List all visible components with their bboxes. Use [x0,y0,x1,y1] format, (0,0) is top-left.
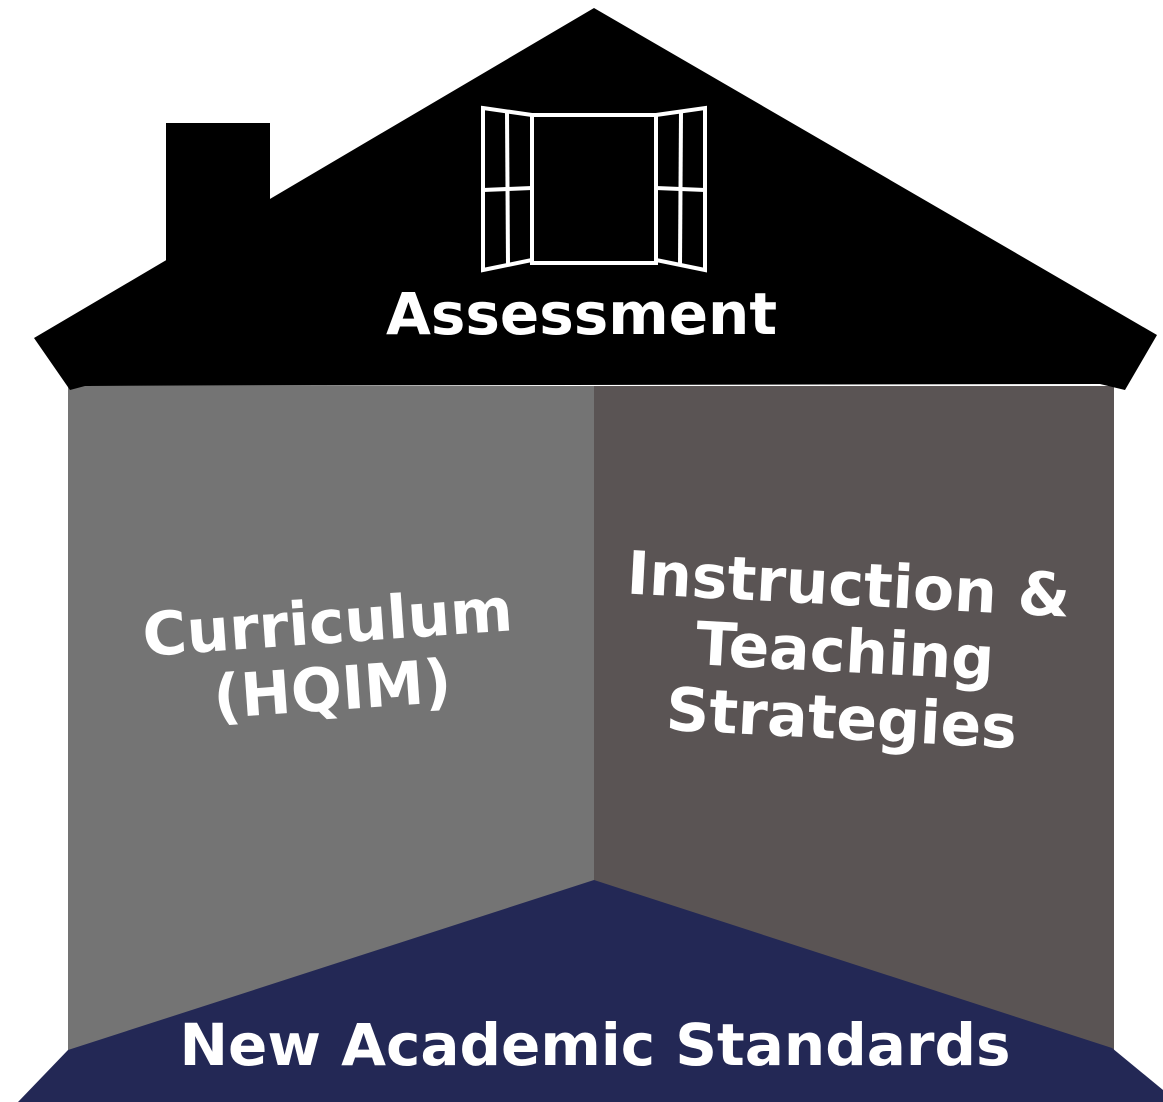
roof-label-assessment: Assessment [385,280,778,348]
foundation [18,880,1163,1102]
foundation-label: New Academic Standards [179,1011,1011,1079]
roof [34,8,1157,390]
right-wall-label: Instruction & Teaching Strategies [605,539,1085,766]
open-window-icon [481,105,707,273]
